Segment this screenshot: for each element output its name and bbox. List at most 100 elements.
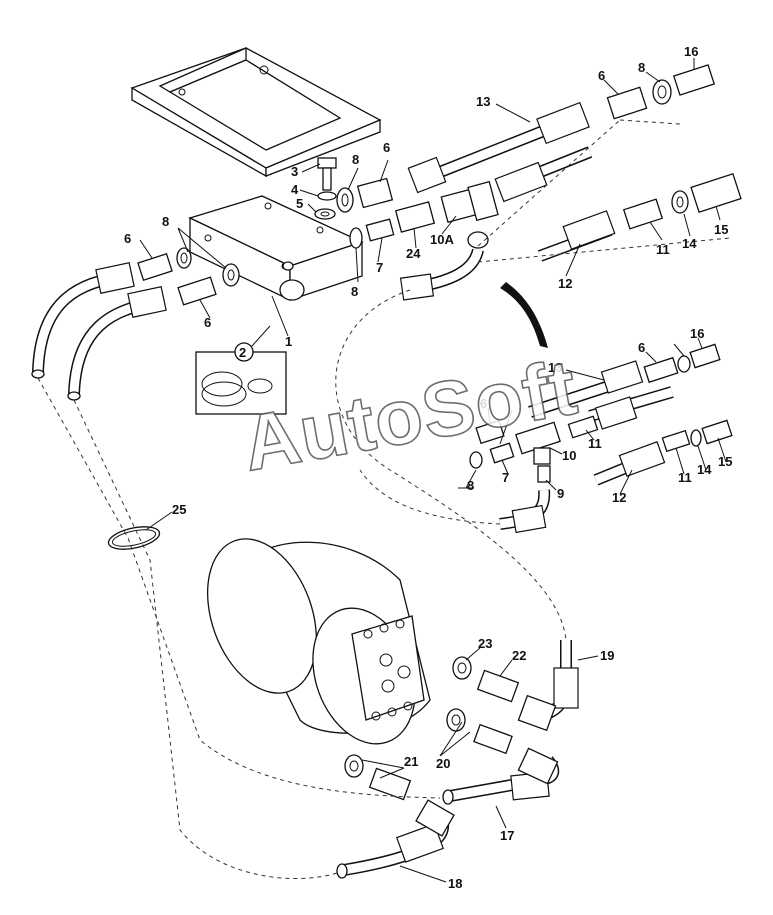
callout-9: 9 (557, 486, 564, 501)
callout-3: 3 (291, 164, 298, 179)
nipple-7-detail (489, 442, 515, 464)
adapter-11-detail-lower (661, 429, 691, 453)
callout-21: 21 (404, 754, 418, 769)
leader-lines (139, 58, 727, 883)
callout-labels: 1 2 3 4 5 6 6 6 6 6 6 7 7 8 8 8 8 8 9 10… (124, 44, 732, 891)
callout-14-detail: 14 (697, 462, 712, 477)
adapter-6-upper-right (606, 86, 648, 120)
adapter-20 (473, 723, 513, 755)
adapter-11-top (622, 198, 664, 230)
callout-6-upper-right: 6 (598, 68, 605, 83)
seal-23 (452, 656, 472, 680)
hose-pipe-detail (588, 386, 674, 430)
callout-20: 20 (436, 756, 450, 771)
callout-18: 18 (448, 876, 462, 891)
detail-view-lines (477, 119, 731, 263)
hose-12-top (537, 210, 616, 262)
coupling-15-top (690, 173, 742, 213)
callout-11-top: 11 (656, 242, 670, 257)
washer-5 (314, 208, 336, 220)
bolt-3 (317, 157, 337, 191)
callout-7-detail: 7 (502, 470, 509, 485)
callout-8-left: 8 (162, 214, 169, 229)
seal-8-left-upper (176, 247, 192, 269)
seal-20 (446, 708, 466, 732)
valve-block-1 (188, 195, 364, 302)
callout-19: 19 (600, 648, 614, 663)
callout-8-mid: 8 (351, 284, 358, 299)
tee-10-detail (515, 421, 561, 465)
hose-pipe-top (494, 146, 593, 203)
callout-22: 22 (512, 648, 526, 663)
callout-8-upper-right: 8 (638, 60, 645, 75)
fitting-16-detail (689, 343, 721, 369)
seal-8-left-lower (222, 263, 240, 287)
hydraulic-motor (206, 538, 431, 745)
left-hose-upper (31, 262, 135, 379)
callout-14-top: 14 (682, 236, 697, 251)
adapter-6-left-lower (177, 276, 217, 306)
callout-8-top: 8 (352, 152, 359, 167)
callout-23: 23 (478, 636, 492, 651)
hose-12-detail (593, 441, 666, 486)
callout-16-detail: 16 (690, 326, 704, 341)
callout-6-top: 6 (383, 140, 390, 155)
callout-5: 5 (296, 196, 303, 211)
seal-21 (344, 754, 364, 778)
callout-7: 7 (376, 260, 383, 275)
detail-arrow (500, 282, 548, 348)
tee-10A (440, 180, 499, 249)
callout-11-detail-lower: 11 (678, 470, 692, 485)
seal-14-detail (690, 429, 702, 447)
nut-24 (394, 201, 436, 233)
mounting-tray (130, 47, 382, 178)
adapter-6-top (356, 177, 394, 209)
callout-2: 2 (239, 345, 246, 360)
coupling-15-detail (701, 419, 733, 445)
callout-24: 24 (406, 246, 421, 261)
adapter-6-detail-left (475, 419, 505, 445)
callout-25: 25 (172, 502, 186, 517)
callout-13-detail: 13 (548, 360, 562, 375)
callout-6-left-upper: 6 (124, 231, 131, 246)
seal-14-top (671, 190, 689, 214)
callout-6-left-lower: 6 (204, 315, 211, 330)
adapter-6-detail-right (643, 356, 679, 384)
callout-12-top: 12 (558, 276, 572, 291)
washer-4 (317, 191, 337, 201)
adapter-6-left-upper (137, 252, 173, 282)
seal-8-mid (349, 227, 363, 249)
callout-8-detail: 8 (467, 478, 474, 493)
seal-8-detail-left (469, 451, 483, 469)
adapter-22 (476, 669, 520, 703)
nipple-9-detail (537, 465, 551, 483)
seal-8-top (336, 187, 354, 213)
callout-11-detail-upper: 11 (588, 436, 602, 451)
callout-17: 17 (500, 828, 514, 843)
elbow-hose-detail (499, 489, 551, 534)
o-ring-kit-2 (195, 342, 287, 415)
hose-13-detail (528, 360, 644, 418)
seal-8-detail-right (677, 355, 691, 373)
left-hose-lower (67, 286, 167, 401)
callout-10A: 10A (430, 232, 454, 247)
clamp-25 (107, 526, 161, 550)
callout-1: 1 (285, 334, 292, 349)
adapter-11-detail-upper (567, 415, 599, 439)
callout-15-top: 15 (714, 222, 728, 237)
fitting-16-top (672, 64, 716, 96)
hose-17 (442, 747, 560, 805)
nipple-7 (365, 218, 395, 242)
callout-16-top: 16 (684, 44, 698, 59)
callout-6-detail-right: 6 (638, 340, 645, 355)
hose-13-top (407, 101, 590, 194)
callout-13-top: 13 (476, 94, 490, 109)
callout-4: 4 (291, 182, 299, 197)
seal-8-upper-right (652, 79, 672, 105)
callout-15-detail: 15 (718, 454, 732, 469)
callout-12-detail: 12 (612, 490, 626, 505)
hose-18 (336, 799, 455, 879)
elbow-hose-10A (399, 248, 484, 301)
